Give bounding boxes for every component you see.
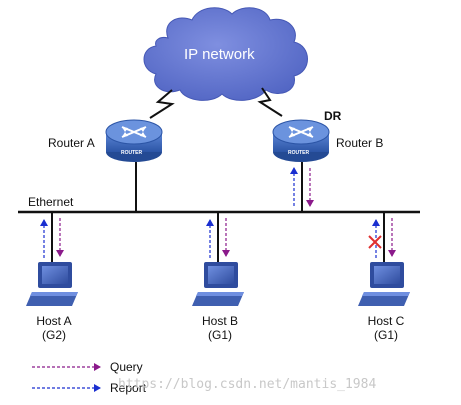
router-a-badge: ROUTER — [121, 150, 143, 156]
host-b-computer-icon — [192, 262, 244, 306]
cloud-label: IP network — [184, 46, 255, 63]
router-a-label: Router A — [48, 136, 95, 150]
router-b-badge: ROUTER — [288, 150, 310, 156]
legend-query-label: Query — [110, 360, 143, 374]
host-c-group: (G1) — [374, 328, 398, 342]
router-a-icon — [105, 119, 163, 162]
report-suppressed-icon — [368, 235, 382, 249]
ethernet-label: Ethernet — [28, 195, 74, 209]
host-a-group: (G2) — [42, 328, 66, 342]
dr-label: DR — [324, 109, 342, 123]
wan-link-b — [257, 87, 283, 117]
host-c-computer-icon — [358, 262, 410, 306]
host-b-group: (G1) — [208, 328, 232, 342]
router-b-label: Router B — [336, 136, 384, 150]
watermark: https://blog.csdn.net/mantis_1984 — [118, 377, 377, 392]
host-a-computer-icon — [26, 262, 78, 306]
host-a-name: Host A — [36, 314, 72, 328]
legend-report-label: Report — [110, 381, 147, 395]
router-b-icon — [272, 119, 330, 162]
host-b-name: Host B — [201, 314, 238, 328]
wan-link-a — [149, 89, 175, 119]
ip-network-cloud — [143, 7, 308, 101]
host-c-name: Host C — [367, 314, 405, 328]
